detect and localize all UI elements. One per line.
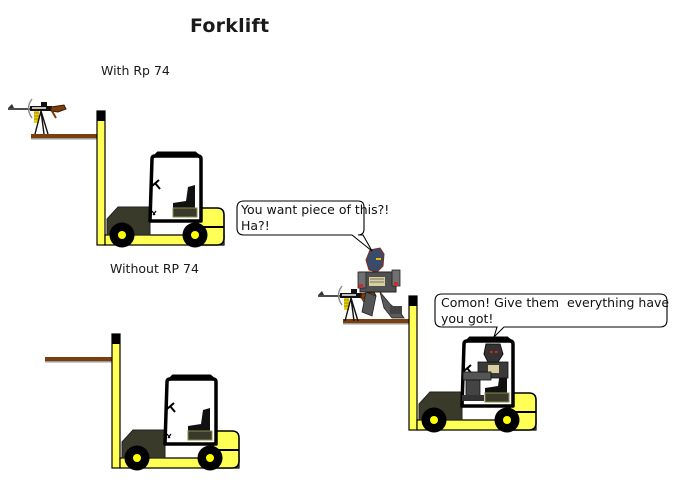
driver-soldier-icon bbox=[462, 343, 509, 401]
caption-without-rp74: Without RP 74 bbox=[110, 261, 199, 276]
speech-bubble-2 bbox=[434, 293, 668, 338]
speech-line: Ha?! bbox=[241, 218, 270, 233]
caption-with-rp74: With Rp 74 bbox=[101, 63, 170, 78]
rifle-icon bbox=[7, 98, 67, 135]
speech-line: You want piece of this?! bbox=[241, 202, 390, 217]
speech-line: you got! bbox=[441, 311, 494, 326]
forklift-with-soldiers bbox=[317, 247, 538, 435]
fork-blade bbox=[31, 134, 97, 138]
forklift-without-rp74 bbox=[45, 332, 241, 473]
page-title: Forklift bbox=[190, 15, 270, 37]
speech-bubble-2-text: Comon! Give them everything have you got… bbox=[441, 295, 669, 327]
fork-blade bbox=[45, 357, 112, 361]
speech-bubble-1-text: You want piece of this?! Ha?! bbox=[241, 202, 389, 234]
speech-line: Comon! Give them everything have bbox=[441, 295, 670, 310]
soldier-on-fork-icon bbox=[357, 247, 405, 319]
speech-bubble-1 bbox=[236, 200, 373, 252]
forklift-with-rp74 bbox=[7, 98, 226, 250]
